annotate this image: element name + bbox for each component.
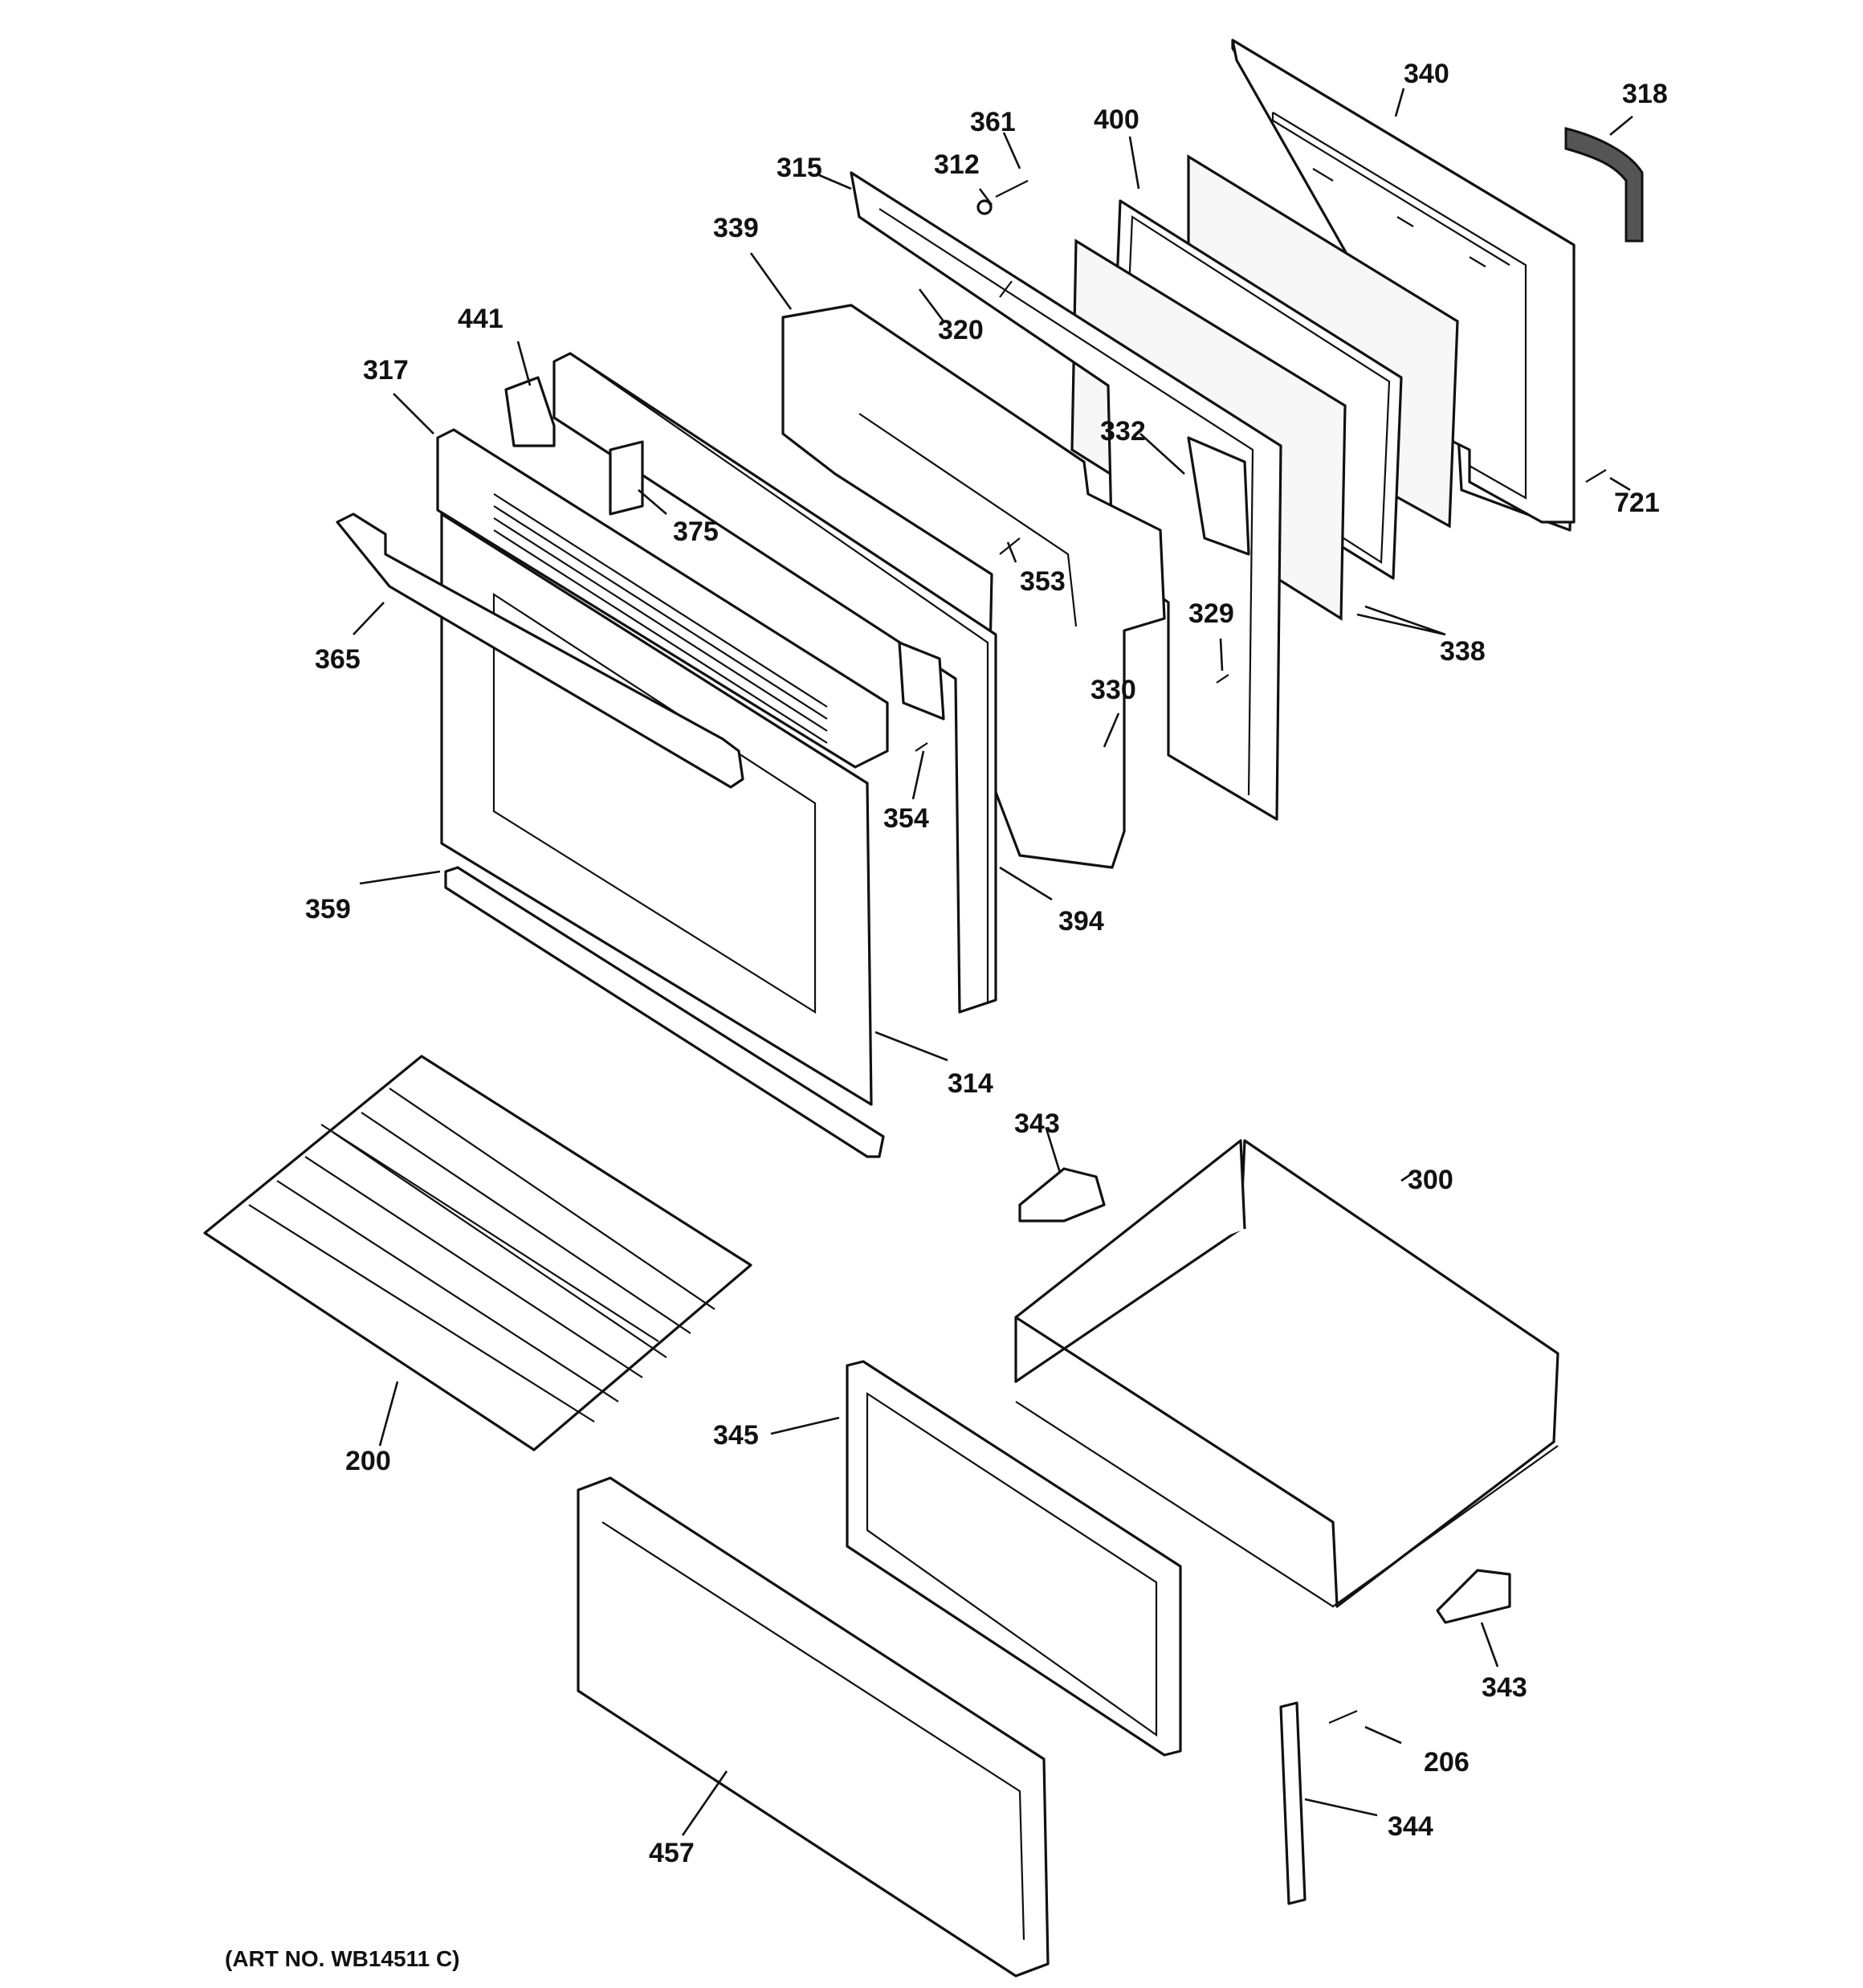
callout-200: 200 [345, 1446, 391, 1476]
callout-361: 361 [970, 107, 1016, 137]
callout-315: 315 [777, 153, 822, 183]
callout-375: 375 [673, 516, 719, 547]
callout-300: 300 [1408, 1165, 1453, 1195]
callout-314: 314 [948, 1068, 993, 1099]
callout-345: 345 [713, 1420, 759, 1451]
part-317-vent-panel [436, 428, 889, 769]
callout-338: 338 [1440, 636, 1486, 667]
callout-343-top: 343 [1014, 1108, 1060, 1139]
callout-329: 329 [1188, 598, 1234, 629]
callout-312: 312 [934, 149, 980, 180]
callout-332: 332 [1100, 416, 1146, 447]
part-441-hinge-bracket [504, 376, 556, 447]
leader-lines [353, 88, 1633, 1836]
callout-353: 353 [1020, 566, 1066, 597]
callout-206: 206 [1424, 1747, 1470, 1778]
callout-340: 340 [1404, 59, 1449, 89]
callout-343-bottom: 343 [1482, 1672, 1527, 1703]
part-359-bottom-trim [444, 866, 885, 1158]
part-318-door-gasket [1564, 127, 1644, 243]
part-345-drawer-liner [846, 1360, 1182, 1757]
callout-339: 339 [713, 213, 759, 243]
art-number: (ART NO. WB14511 C) [225, 1946, 460, 1971]
part-340-rear-door-frame [1231, 39, 1576, 532]
callout-344: 344 [1388, 1811, 1433, 1842]
part-457-drawer-front [577, 1476, 1050, 1978]
callout-330: 330 [1090, 675, 1136, 705]
callout-365: 365 [315, 644, 361, 675]
callout-441: 441 [458, 304, 503, 334]
part-365-door-handle [336, 512, 744, 789]
callout-354: 354 [883, 803, 929, 834]
part-315-door-liner [850, 171, 1282, 821]
callout-318: 318 [1622, 79, 1668, 109]
callout-320: 320 [938, 315, 984, 345]
part-344-drawer-bracket [1279, 1701, 1307, 1905]
part-339-door-insulation [781, 304, 1166, 869]
part-300-drawer-box [1014, 1139, 1559, 1608]
part-375-bracket [609, 440, 644, 516]
part-343-drawer-slide-top [1018, 1167, 1106, 1223]
callout-400: 400 [1094, 104, 1139, 135]
callout-457: 457 [649, 1838, 695, 1868]
callout-317: 317 [363, 355, 409, 386]
callout-labels: 340 318 400 361 312 315 339 320 441 317 … [225, 59, 1668, 1971]
callout-359: 359 [305, 894, 351, 925]
callout-394: 394 [1058, 906, 1104, 937]
callout-721: 721 [1614, 488, 1660, 518]
part-200-oven-rack [203, 1055, 752, 1451]
part-343-drawer-slide-bottom [1436, 1569, 1511, 1624]
